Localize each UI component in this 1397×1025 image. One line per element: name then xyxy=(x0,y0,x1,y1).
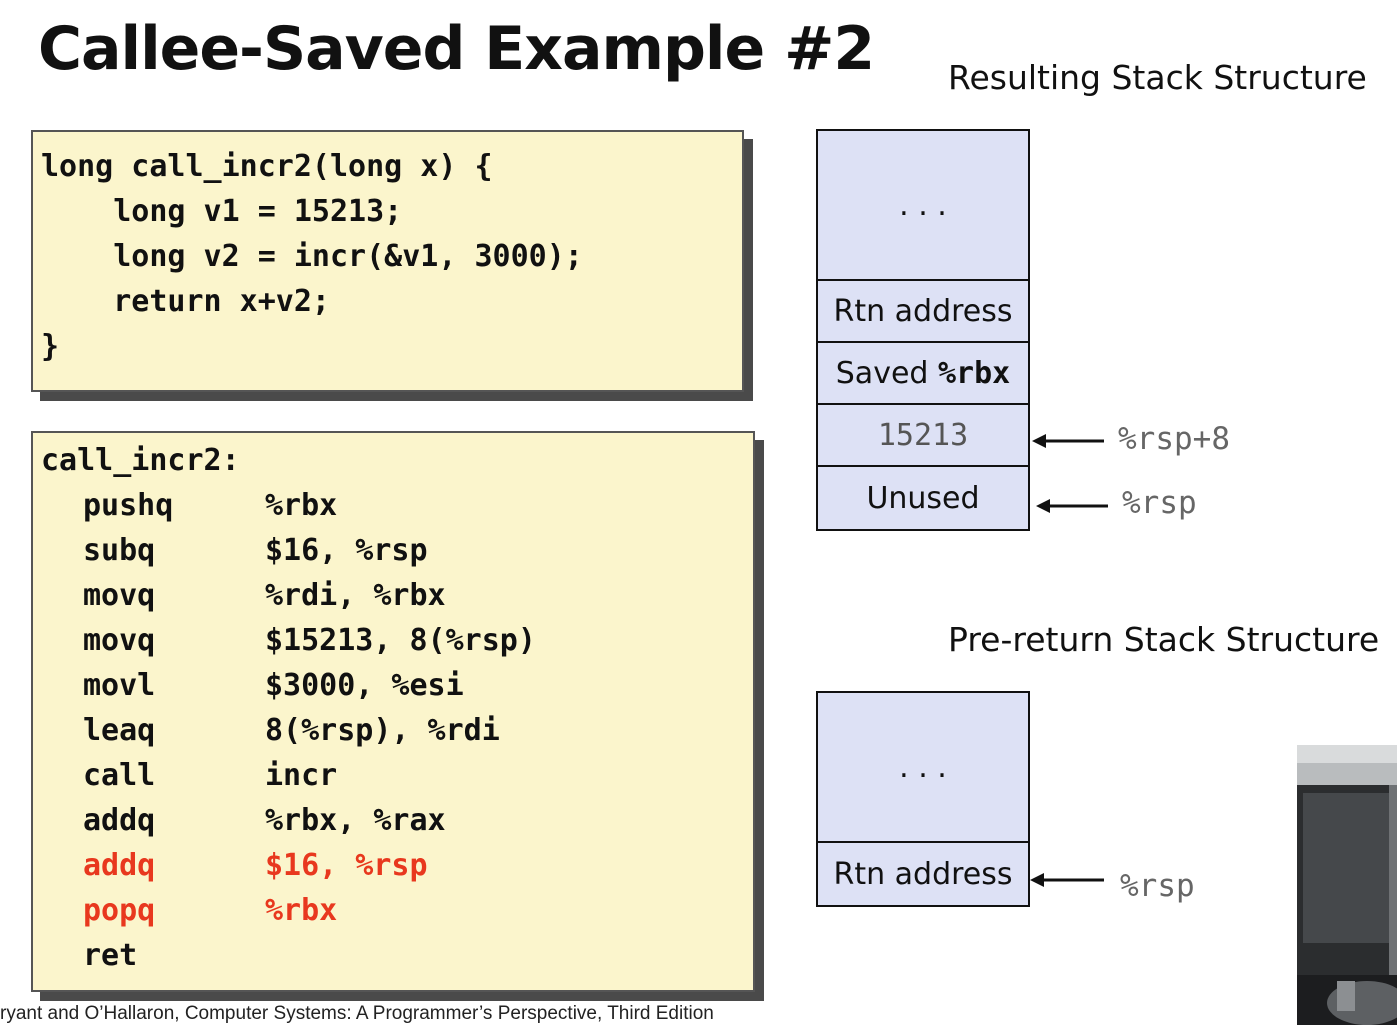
source-code-box: long call_incr2(long x) { long v1 = 1521… xyxy=(31,130,744,392)
code-line: long v1 = 15213; xyxy=(41,194,403,229)
asm-args: incr xyxy=(265,758,338,793)
pointer-label-rsp-plus-8: %rsp+8 xyxy=(1118,421,1230,457)
pointer-label-rsp: %rsp xyxy=(1122,485,1197,521)
pointer-arrows xyxy=(1030,873,1104,887)
asm-args: $15213, 8(%rsp) xyxy=(265,623,536,658)
asm-op: movq xyxy=(83,578,156,613)
code-line: } xyxy=(41,329,60,364)
asm-op: ret xyxy=(83,938,138,973)
arrow-icon xyxy=(1032,434,1104,448)
asm-op: addq xyxy=(83,803,156,838)
stack-cell-ellipsis: . . . xyxy=(816,691,1030,843)
stack-cell-unused: Unused xyxy=(816,465,1030,531)
asm-op: call xyxy=(83,758,156,793)
asm-args: %rbx, %rax xyxy=(265,803,446,838)
lecture-room-image xyxy=(1297,745,1397,1025)
source-code: long call_incr2(long x) { long v1 = 1521… xyxy=(41,144,583,369)
asm-op: popq xyxy=(83,893,156,928)
stack-cell-value: 15213 xyxy=(816,403,1030,467)
asm-op: movl xyxy=(83,668,156,703)
prereturn-stack-title: Pre-return Stack Structure xyxy=(948,620,1380,659)
asm-args: %rbx xyxy=(265,488,338,523)
resulting-stack-title: Resulting Stack Structure xyxy=(948,58,1367,97)
asm-args: 8(%rsp), %rdi xyxy=(265,713,500,748)
asm-args: $16, %rsp xyxy=(265,848,428,883)
asm-op: pushq xyxy=(83,488,174,523)
stack-cell-rtn-address: Rtn address xyxy=(816,279,1030,343)
code-line: long call_incr2(long x) { xyxy=(41,149,493,184)
stack-cell-rtn-address: Rtn address xyxy=(816,841,1030,907)
asm-args: $16, %rsp xyxy=(265,533,428,568)
slide-title: Callee-Saved Example #2 xyxy=(38,14,875,84)
video-inset-image xyxy=(1297,745,1397,1025)
code-line: long v2 = incr(&v1, 3000); xyxy=(41,239,583,274)
asm-op: subq xyxy=(83,533,156,568)
pointer-label-rsp: %rsp xyxy=(1120,868,1195,904)
asm-args: $3000, %esi xyxy=(265,668,464,703)
resulting-stack: . . . Rtn address Saved %rbx 15213 Unuse… xyxy=(816,129,1030,531)
pointer-arrows xyxy=(1032,434,1108,513)
arrow-icon xyxy=(1030,873,1104,887)
asm-args: %rbx xyxy=(265,893,338,928)
arrow-icon xyxy=(1036,499,1108,513)
assembly-label: call_incr2: xyxy=(41,443,240,478)
saved-register: %rbx xyxy=(937,355,1011,391)
stack-cell-ellipsis: . . . xyxy=(816,129,1030,281)
asm-op: addq xyxy=(83,848,156,883)
prereturn-stack: . . . Rtn address xyxy=(816,691,1030,907)
asm-args: %rdi, %rbx xyxy=(265,578,446,613)
asm-op: movq xyxy=(83,623,156,658)
saved-label: Saved xyxy=(835,355,938,391)
stack-cell-saved-rbx: Saved %rbx xyxy=(816,341,1030,405)
asm-op: leaq xyxy=(83,713,156,748)
code-line: return x+v2; xyxy=(41,284,330,319)
footer-citation: ryant and O’Hallaron, Computer Systems: … xyxy=(0,1003,714,1024)
assembly-code-box: call_incr2: pushq %rbx subq $16, %rsp movq… xyxy=(31,431,755,992)
